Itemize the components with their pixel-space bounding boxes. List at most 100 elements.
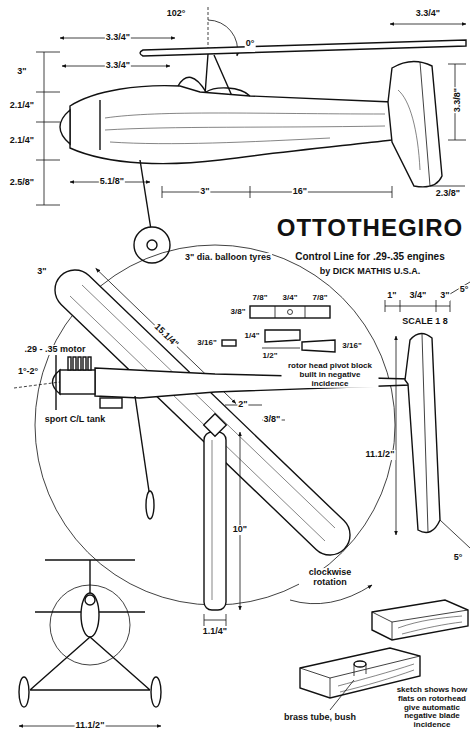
- front-view-stroke: [19, 677, 29, 707]
- side-view-stroke: [208, 6, 209, 50]
- dimension-label: 11.1/2": [365, 450, 396, 460]
- dimension-label: 1/4": [244, 332, 261, 341]
- side-view-stroke: [140, 160, 152, 236]
- dimension-label: 7/8": [252, 294, 269, 303]
- cylinder-fins-stroke: [83, 357, 86, 370]
- dimension-label: 3.3/4": [105, 33, 131, 43]
- dimension-label: 1.1/4": [202, 627, 228, 637]
- rotorhead-sketch-stroke: [354, 661, 366, 667]
- front-view-stroke: [30, 637, 150, 690]
- front-view-stroke: [50, 585, 130, 665]
- side-view-stroke: [390, 24, 466, 25]
- plan-view-stroke: [422, 334, 428, 532]
- dimension-label: 1/2": [262, 352, 279, 361]
- part-label: .29 - .35 motor: [23, 345, 86, 355]
- rotorhead-sketch-stroke: [330, 680, 354, 710]
- plan-view-stroke: [204, 614, 226, 626]
- plan-view-stroke: [275, 306, 305, 318]
- plan-view-stroke: [55, 270, 350, 555]
- dimension-label: 2.1/4": [9, 101, 35, 111]
- plan-view-stroke: [302, 340, 335, 352]
- plan-view: [14, 245, 470, 626]
- dimension-label: 16": [292, 187, 308, 197]
- front-view-stroke: [151, 677, 161, 707]
- plan-view-stroke: [14, 382, 60, 388]
- side-view-stroke: [147, 240, 157, 250]
- rotorhead-sketch-stroke: [354, 664, 366, 676]
- side-view-stroke: [178, 77, 250, 96]
- part-label: sport C/L tank: [44, 415, 106, 425]
- plan-view-stroke: [396, 336, 397, 535]
- side-view-stroke: [36, 52, 60, 205]
- dimension-label: 3/4": [282, 294, 299, 303]
- front-view-stroke: [81, 593, 99, 637]
- dimension-label: 3.3/4": [415, 9, 441, 19]
- plan-view-stroke: [135, 396, 150, 498]
- plan-view-stroke: [250, 306, 330, 318]
- dimension-label: 2.1/4": [9, 136, 35, 146]
- plan-view-stroke: [262, 348, 300, 349]
- note-label: clockwise rotation: [299, 568, 361, 588]
- side-view-stroke: [430, 186, 465, 187]
- plan-view-stroke: [222, 340, 236, 346]
- dimension-label: 7/8": [312, 294, 329, 303]
- dimension-label: 2.5/8": [9, 178, 35, 188]
- plan-view-stroke: [288, 310, 293, 315]
- front-view-stroke: [45, 560, 135, 593]
- plan-view-stroke: [55, 352, 56, 410]
- dimension-label: 3.3/4": [105, 61, 131, 71]
- subtitle: Control Line for .29-.35 engines: [294, 251, 445, 262]
- side-view-stroke: [70, 86, 392, 164]
- plan-view-stroke: [385, 300, 450, 312]
- angle-label: 1°-2°: [17, 367, 39, 377]
- cylinder-fins-stroke: [73, 357, 76, 370]
- dimension-label: 3/8": [263, 415, 282, 425]
- cylinder-fins-stroke: [78, 357, 81, 370]
- side-view-stroke: [448, 64, 466, 140]
- rotorhead-sketch-stroke: [372, 610, 468, 640]
- side-view-stroke: [99, 100, 100, 150]
- plan-view-stroke: [100, 398, 122, 408]
- dimension-label: 3": [36, 267, 47, 277]
- plan-view-stroke: [265, 330, 300, 342]
- side-view-stroke: [420, 62, 430, 186]
- rotorhead-sketch-stroke: [372, 600, 468, 640]
- front-view-stroke: [85, 595, 95, 605]
- angle-label: 0°: [245, 39, 256, 49]
- cylinder-fins-stroke: [88, 357, 91, 370]
- dimension-label: 1": [386, 291, 397, 301]
- angle-label: 5°: [459, 285, 470, 295]
- part-label: brass tube, bush: [283, 713, 357, 723]
- side-view-stroke: [105, 113, 385, 144]
- front-view: [19, 560, 161, 726]
- dimension-label: 11.1/2": [75, 721, 106, 731]
- drawing-title: OTTOTHEGIRO: [275, 214, 466, 242]
- plan-view-stroke: [204, 414, 227, 437]
- plan-view-stroke: [240, 432, 241, 610]
- plan-view-stroke: [212, 440, 213, 600]
- note-label: 3" dia. balloon tyres: [184, 253, 272, 263]
- plan-view-stroke: [146, 491, 154, 519]
- plan-view-stroke: [70, 285, 335, 541]
- dimension-label: 2": [237, 400, 248, 410]
- side-view-stroke: [398, 90, 420, 170]
- dimension-label: 3/8": [230, 308, 247, 317]
- dimension-label: 3/16": [341, 342, 362, 351]
- plan-view-stroke: [60, 370, 95, 394]
- dimension-label: 3/4": [409, 291, 428, 301]
- dimension-label: 2.3/8": [435, 189, 461, 199]
- side-view-stroke: [140, 40, 466, 56]
- note-label: rotor head pivot block built in negative…: [282, 362, 379, 388]
- dimension-label: 15.1/4": [151, 322, 180, 351]
- plan-view-stroke: [405, 333, 440, 532]
- cylinder-fins-stroke: [68, 357, 71, 370]
- dimension-label: 3": [16, 67, 27, 77]
- author-credit: by DICK MATHIS U.S.A.: [319, 267, 421, 277]
- dimension-label: 3.3/8": [453, 87, 463, 113]
- scale-label: SCALE 1 8: [401, 317, 449, 327]
- side-view: [36, 6, 466, 263]
- side-view-stroke: [60, 110, 70, 144]
- dimension-label: 3": [199, 187, 210, 197]
